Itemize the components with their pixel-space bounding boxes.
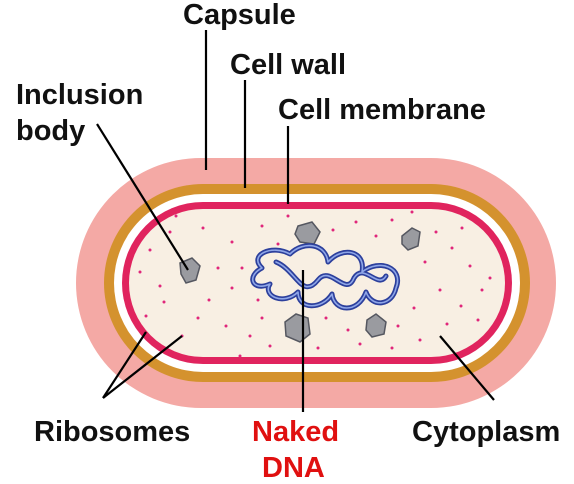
ribosome-dot [410, 210, 414, 214]
inclusion-label-line2: body [16, 115, 85, 147]
ribosomes-group [138, 210, 492, 358]
ribosome-dot [201, 226, 205, 230]
inclusion-body [365, 313, 387, 338]
ribosome-dot [346, 328, 350, 332]
ribosome-dot [468, 264, 472, 268]
ribosome-dot [460, 226, 464, 230]
ribosome-dot [438, 288, 442, 292]
ribosome-dot [358, 342, 362, 346]
ribosome-dot [224, 324, 228, 328]
ribosome-dot [390, 218, 394, 222]
ribosome-dot [260, 316, 264, 320]
ribosome-dot [196, 316, 200, 320]
ribosome-dot [480, 288, 484, 292]
ribosome-dot [207, 298, 211, 302]
ribosome-leader-1 [102, 331, 147, 399]
ribosome-dot [459, 304, 463, 308]
capsule-label: Capsule [183, 0, 296, 31]
ribosome-dot [316, 346, 320, 350]
cytoplasm-leader [439, 335, 495, 401]
cell-wall-label: Cell wall [230, 49, 346, 81]
ribosome-dot [162, 300, 166, 304]
ribosome-dot [248, 334, 252, 338]
ribosome-dot [240, 266, 244, 270]
inclusion-leader [96, 123, 189, 271]
naked-dna [250, 243, 401, 311]
ribosome-dot [331, 228, 335, 232]
inclusion-body [401, 227, 421, 251]
inclusion-label-line1: Inclusion [16, 79, 143, 111]
ribosome-dot [238, 354, 242, 358]
dna-label-line2: DNA [262, 452, 325, 484]
ribosome-dot [268, 344, 272, 348]
ribosome-dot [276, 242, 280, 246]
ribosomes-label: Ribosomes [34, 416, 190, 448]
dna-label-line1: Naked [252, 416, 339, 448]
ribosome-dot [230, 240, 234, 244]
ribosome-dot [144, 314, 148, 318]
ribosome-leader-2 [102, 335, 183, 399]
ribosome-dot [396, 324, 400, 328]
ribosome-dot [148, 248, 152, 252]
ribosome-dot [412, 306, 416, 310]
ribosome-dot [450, 246, 454, 250]
ribosome-dot [354, 220, 358, 224]
ribosome-dot [230, 286, 234, 290]
ribosome-dot [256, 298, 260, 302]
leader-lines [96, 30, 495, 412]
ribosome-dot [174, 214, 178, 218]
ribosome-dot [418, 338, 422, 342]
ribosome-dot [158, 284, 162, 288]
ribosome-dot [445, 322, 449, 326]
ribosome-dot [216, 266, 220, 270]
ribosome-dot [423, 260, 427, 264]
ribosome-dot [390, 346, 394, 350]
cytoplasm-label: Cytoplasm [412, 416, 560, 448]
ribosome-dot [286, 214, 290, 218]
ribosome-dot [324, 316, 328, 320]
ribosome-dot [476, 318, 480, 322]
cell-membrane-label: Cell membrane [278, 94, 486, 126]
ribosome-dot [434, 230, 438, 234]
ribosome-dot [260, 224, 264, 228]
ribosome-dot [168, 230, 172, 234]
ribosome-dot [138, 270, 142, 274]
ribosome-dot [374, 234, 378, 238]
labels: Capsule Cell wall Cell membrane Inclusio… [16, 0, 560, 484]
ribosome-dot [488, 276, 492, 280]
